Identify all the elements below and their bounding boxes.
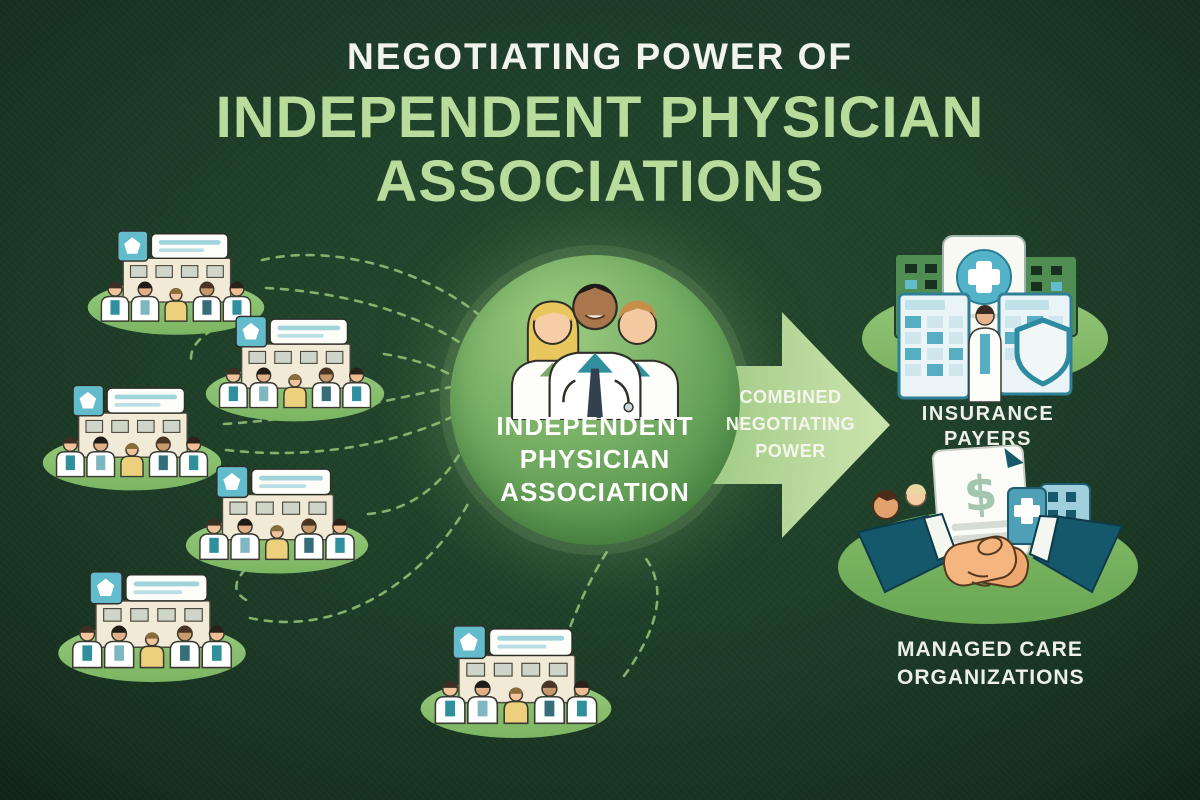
insurance-buildings-shield-icon: [894, 235, 1078, 403]
ipa-label: INDEPENDENT PHYSICIAN ASSOCIATION: [450, 410, 740, 509]
physician-practice-cluster-5: [55, 568, 249, 684]
ipa-label-line1: INDEPENDENT: [496, 411, 694, 441]
clinic-with-physicians-icon: [55, 568, 249, 684]
ipa-label-line2: PHYSICIAN: [519, 444, 671, 474]
arrow-label: COMBINED NEGOTIATING POWER: [718, 384, 863, 465]
physician-practice-cluster-6: [414, 622, 618, 740]
managed-care-label-line1: MANAGED CARE: [897, 638, 1083, 661]
arrow-label-line2: NEGOTIATING: [725, 414, 856, 434]
title-line-2: INDEPENDENT PHYSICIAN: [215, 85, 985, 150]
ipa-label-line3: ASSOCIATION: [500, 477, 690, 507]
arrow-label-line3: POWER: [755, 441, 826, 461]
arrow-label-line1: COMBINED: [739, 387, 842, 407]
insurance-label-line1: INSURANCE: [921, 403, 1055, 425]
title-line-3: ASSOCIATIONS: [375, 149, 825, 214]
managed-care-label: MANAGED CARE ORGANIZATIONS: [897, 636, 1137, 692]
clinic-with-physicians-icon: [414, 622, 618, 740]
dollar-sign-icon: $: [962, 465, 999, 523]
managed-care-label-line2: ORGANIZATIONS: [897, 666, 1085, 689]
three-physicians-icon: [511, 283, 679, 420]
insurance-label-line2: PAYERS: [944, 428, 1032, 450]
title-line-1: NEGOTIATING POWER OF: [347, 36, 853, 77]
clinic-with-physicians-icon: [183, 462, 371, 576]
clinic-with-physicians-icon: [203, 312, 387, 424]
physician-practice-cluster-4: [183, 462, 371, 576]
physician-practice-cluster-2: [203, 312, 387, 424]
handshake-contract-icon: $: [856, 444, 1124, 594]
insurance-label: INSURANCE PAYERS: [888, 402, 1088, 452]
